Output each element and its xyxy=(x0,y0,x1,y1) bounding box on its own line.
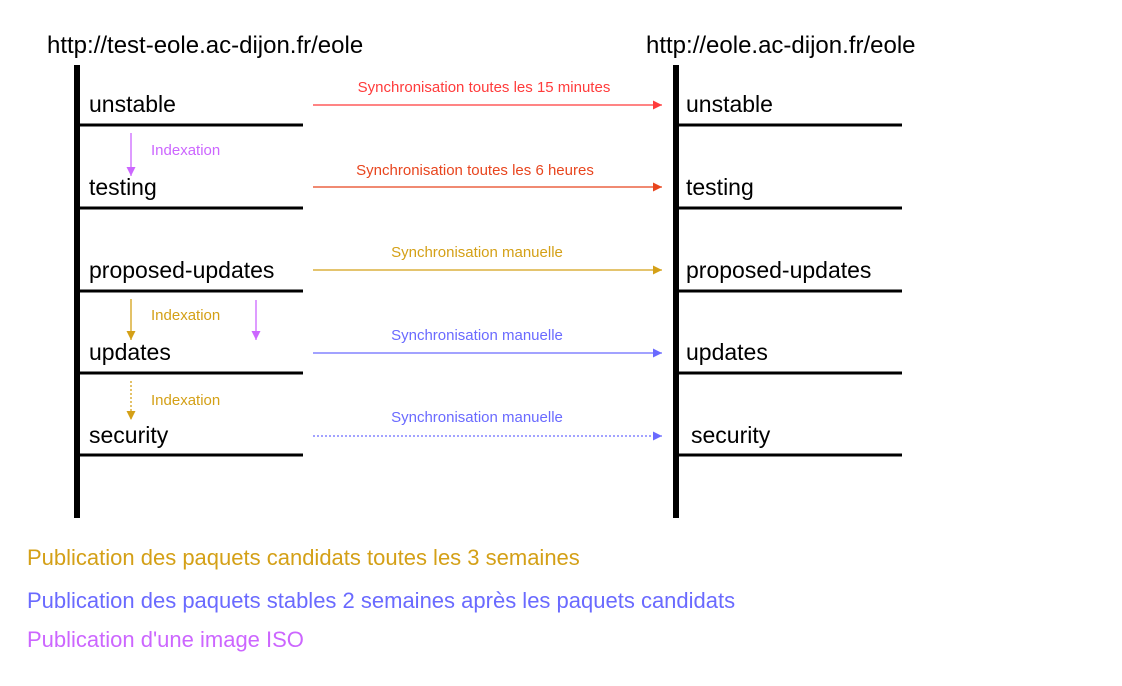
source-branch-proposed-updates: proposed-updates xyxy=(89,257,274,283)
legend-iso: Publication d'une image ISO xyxy=(27,627,304,652)
target-branch-security: security xyxy=(691,422,771,448)
target-branch-updates: updates xyxy=(686,339,768,365)
sync-label-security: Synchronisation manuelle xyxy=(391,409,563,426)
indexation-label-1: Indexation xyxy=(151,142,220,159)
repository-sync-diagram: http://test-eole.ac-dijon.fr/eole http:/… xyxy=(47,32,916,518)
legend-stable: Publication des paquets stables 2 semain… xyxy=(27,588,736,613)
indexation-label-2: Indexation xyxy=(151,307,220,324)
source-branch-security: security xyxy=(89,422,169,448)
source-branch-updates: updates xyxy=(89,339,171,365)
source-url: http://test-eole.ac-dijon.fr/eole xyxy=(47,32,363,59)
source-branch-unstable: unstable xyxy=(89,91,176,117)
legend-candidates: Publication des paquets candidats toutes… xyxy=(27,545,580,570)
target-branch-testing: testing xyxy=(686,174,754,200)
source-branch-testing: testing xyxy=(89,174,157,200)
target-url: http://eole.ac-dijon.fr/eole xyxy=(646,32,916,59)
sync-label-updates: Synchronisation manuelle xyxy=(391,327,563,344)
sync-label-testing: Synchronisation toutes les 6 heures xyxy=(356,162,594,179)
target-branch-proposed-updates: proposed-updates xyxy=(686,257,871,283)
indexation-label-3: Indexation xyxy=(151,392,220,409)
target-branch-unstable: unstable xyxy=(686,91,773,117)
sync-label-unstable: Synchronisation toutes les 15 minutes xyxy=(358,79,611,96)
sync-label-proposed-updates: Synchronisation manuelle xyxy=(391,244,563,261)
